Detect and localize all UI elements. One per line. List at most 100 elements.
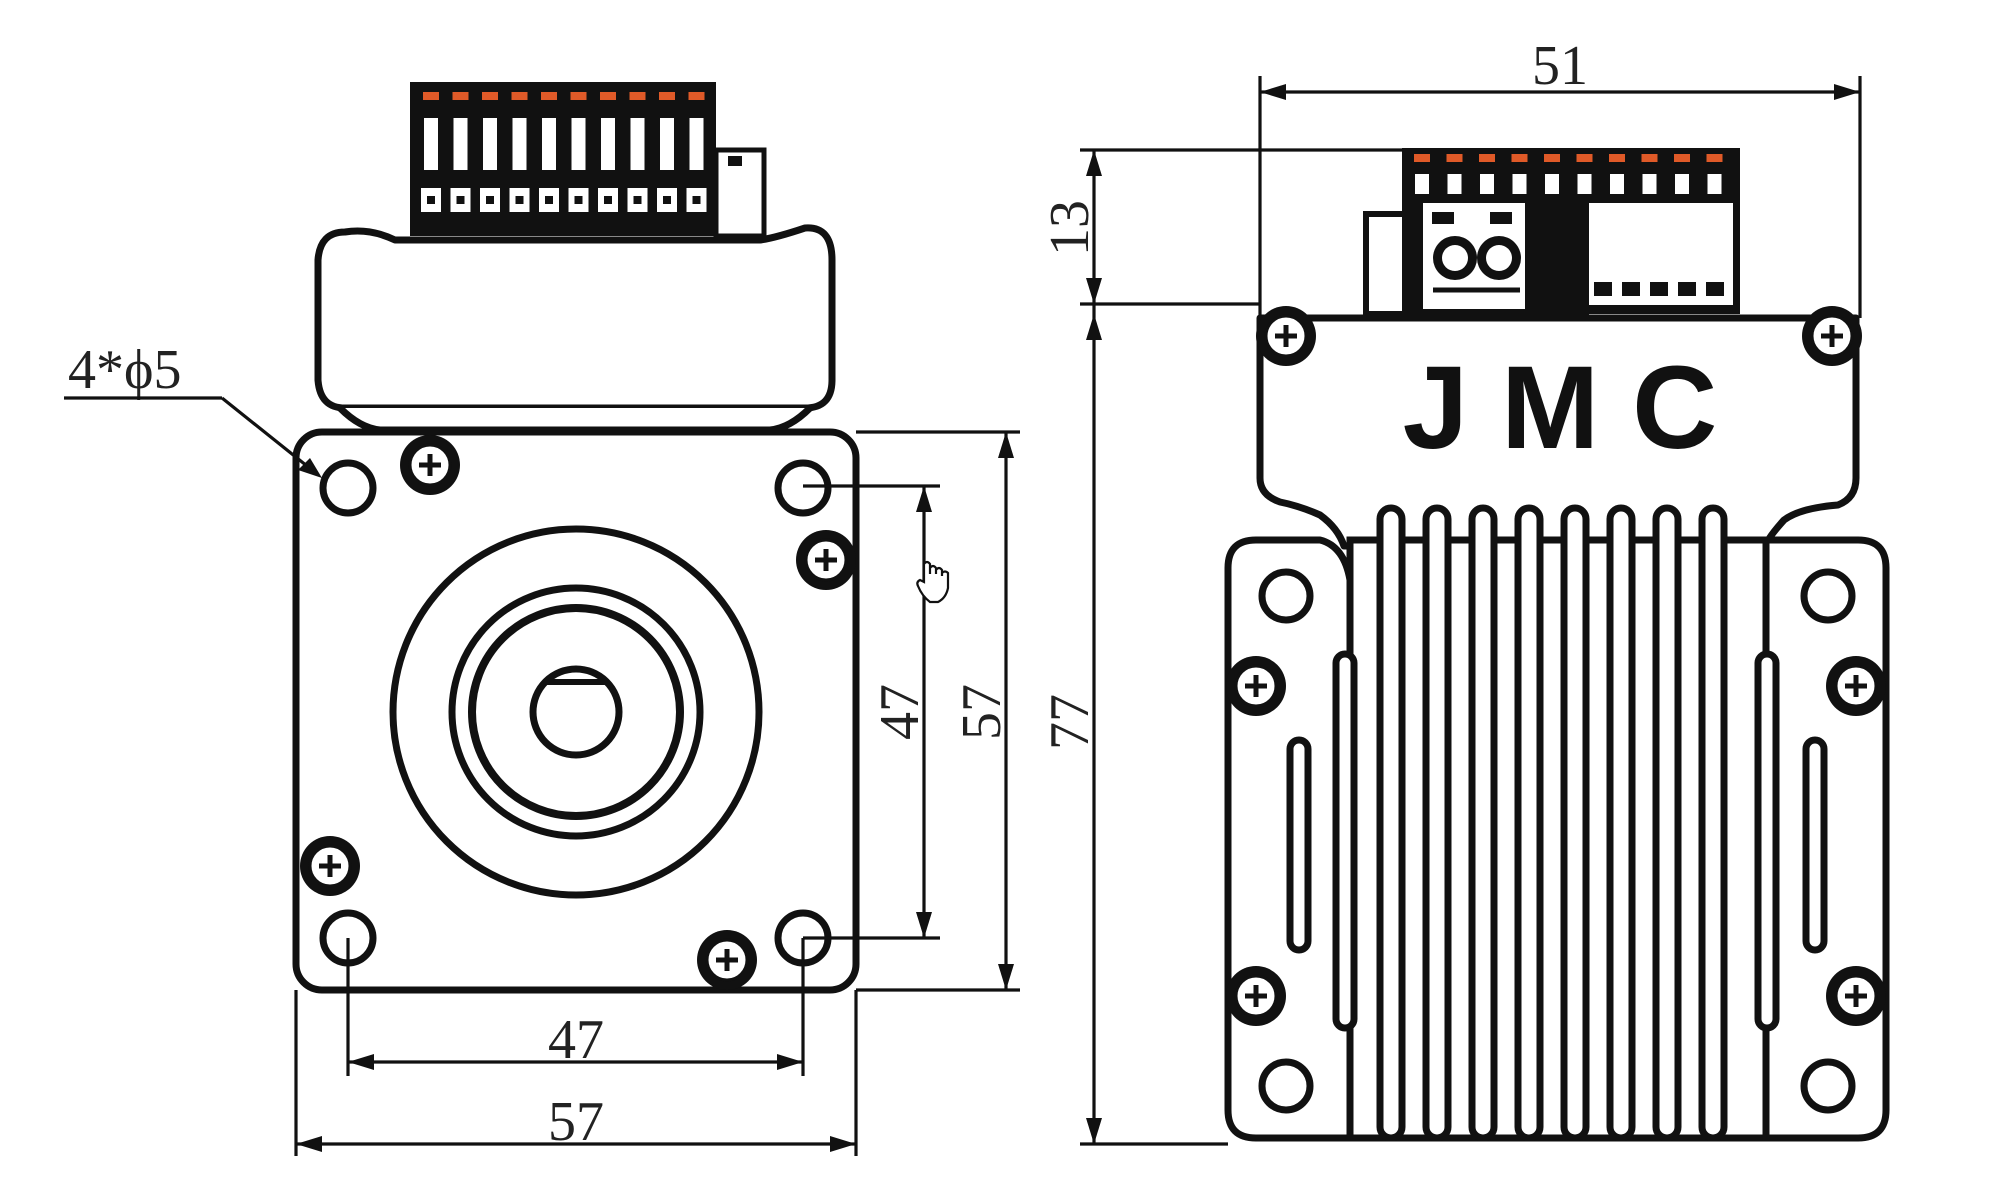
dim-hole-spacing-vertical: 47 bbox=[803, 484, 940, 940]
screw-icon bbox=[697, 930, 757, 990]
terminal-pin-marker bbox=[1641, 154, 1658, 162]
terminal-slot bbox=[542, 118, 556, 170]
screw-icon bbox=[796, 530, 856, 590]
terminal-pin-marker bbox=[1414, 154, 1430, 162]
hand-cursor-icon bbox=[916, 560, 950, 604]
heatsink-fin bbox=[1468, 504, 1498, 1142]
terminal-slot bbox=[483, 118, 497, 170]
terminal-pin-marker bbox=[600, 92, 616, 100]
heatsink-fin bbox=[1560, 504, 1590, 1142]
dim-body-length: 77 bbox=[1039, 304, 1228, 1146]
front-view: 4*ϕ5 47 57 bbox=[64, 82, 1020, 1156]
terminal-screw bbox=[663, 196, 671, 204]
terminal-screw bbox=[604, 196, 612, 204]
mount-hole bbox=[1258, 1058, 1314, 1114]
terminal-screw bbox=[486, 196, 494, 204]
terminal-screw bbox=[427, 196, 435, 204]
terminal-tooth bbox=[1650, 282, 1668, 296]
heatsink-fin bbox=[1652, 504, 1682, 1142]
terminal-slot bbox=[689, 118, 704, 170]
terminal-pin-marker bbox=[541, 92, 557, 100]
terminal-pin-marker bbox=[1511, 154, 1528, 162]
terminal-screw bbox=[633, 196, 642, 204]
terminal-screw bbox=[456, 196, 465, 204]
pilot-ring-inner bbox=[468, 604, 684, 820]
dim-width: 51 bbox=[1258, 35, 1862, 318]
terminal-pin-marker bbox=[1479, 154, 1495, 162]
terminal-slot bbox=[1642, 174, 1657, 194]
heatsink-fin bbox=[1606, 504, 1636, 1142]
dim-label: 13 bbox=[1039, 200, 1101, 256]
terminal-screw bbox=[545, 196, 553, 204]
terminal-pin-marker bbox=[1674, 154, 1690, 162]
terminal-slot bbox=[1610, 174, 1624, 194]
terminal-tooth bbox=[1622, 282, 1640, 296]
terminal-tooth bbox=[1678, 282, 1696, 296]
side-slots-left bbox=[1286, 650, 1358, 1032]
terminal-pin-marker bbox=[1446, 154, 1463, 162]
terminal-slot bbox=[630, 118, 645, 170]
hole-callout-label: 4*ϕ5 bbox=[68, 339, 181, 401]
side-view: J M C bbox=[1039, 35, 1890, 1146]
heatsink-fin bbox=[1514, 504, 1544, 1142]
terminal-slot bbox=[660, 118, 674, 170]
shaft bbox=[529, 665, 623, 759]
mount-hole bbox=[319, 459, 377, 517]
screw-icon bbox=[1226, 966, 1286, 1026]
terminal-slot bbox=[1707, 174, 1722, 194]
mount-hole bbox=[1800, 568, 1856, 624]
dim-body-height: 57 bbox=[856, 430, 1020, 992]
dim-hole-spacing-horizontal: 47 bbox=[346, 938, 805, 1076]
terminal-pin-marker bbox=[1706, 154, 1723, 162]
front-connector bbox=[410, 82, 767, 239]
terminal-tooth bbox=[1594, 282, 1612, 296]
screw-icon bbox=[300, 836, 360, 896]
side-brand-label: J M C bbox=[1403, 342, 1718, 474]
terminal-slot bbox=[1675, 174, 1689, 194]
front-driver-housing bbox=[314, 224, 836, 412]
mount-hole bbox=[1258, 568, 1314, 624]
dim-label: 57 bbox=[548, 1091, 604, 1153]
screw-icon bbox=[1226, 656, 1286, 716]
terminal-pin-marker bbox=[482, 92, 498, 100]
heatsink-fins bbox=[1376, 504, 1728, 1142]
terminal-slot bbox=[1415, 174, 1429, 194]
heatsink-fin bbox=[1376, 504, 1406, 1142]
screw-icon bbox=[1826, 656, 1886, 716]
terminal-pin-marker bbox=[570, 92, 587, 100]
terminal-slot bbox=[1480, 174, 1494, 194]
terminal-pin-marker bbox=[452, 92, 469, 100]
dim-body-width: 57 bbox=[294, 990, 858, 1156]
terminal-slot bbox=[424, 118, 438, 170]
terminal-slot bbox=[512, 118, 527, 170]
terminal-screw bbox=[515, 196, 524, 204]
heatsink-fin bbox=[1698, 504, 1728, 1142]
side-slots-right bbox=[1754, 650, 1828, 1032]
terminal-pin-marker bbox=[1544, 154, 1560, 162]
terminal-pin-marker bbox=[688, 92, 705, 100]
terminal-pin-marker bbox=[511, 92, 528, 100]
terminal-slot bbox=[453, 118, 468, 170]
hole-callout: 4*ϕ5 bbox=[64, 339, 322, 478]
terminal-pin-marker bbox=[1609, 154, 1625, 162]
terminal-slot bbox=[1545, 174, 1559, 194]
side-connector bbox=[1363, 148, 1740, 317]
terminal-screw bbox=[692, 196, 701, 204]
terminal-slot bbox=[571, 118, 586, 170]
mount-hole bbox=[774, 459, 832, 517]
terminal-tooth bbox=[1706, 282, 1724, 296]
heatsink-fin bbox=[1422, 504, 1452, 1142]
terminal-slot bbox=[1577, 174, 1592, 194]
terminal-pin-marker bbox=[423, 92, 439, 100]
terminal-pin-marker bbox=[659, 92, 675, 100]
dim-connector-height: 13 bbox=[1039, 148, 1402, 306]
mount-hole bbox=[1800, 1058, 1856, 1114]
dim-label: 57 bbox=[951, 684, 1013, 740]
front-neck bbox=[337, 405, 813, 434]
screw-icon bbox=[400, 435, 460, 495]
terminal-slot bbox=[601, 118, 615, 170]
terminal-screw bbox=[574, 196, 583, 204]
terminal-slot bbox=[1447, 174, 1462, 194]
screw-icon bbox=[1802, 306, 1862, 366]
